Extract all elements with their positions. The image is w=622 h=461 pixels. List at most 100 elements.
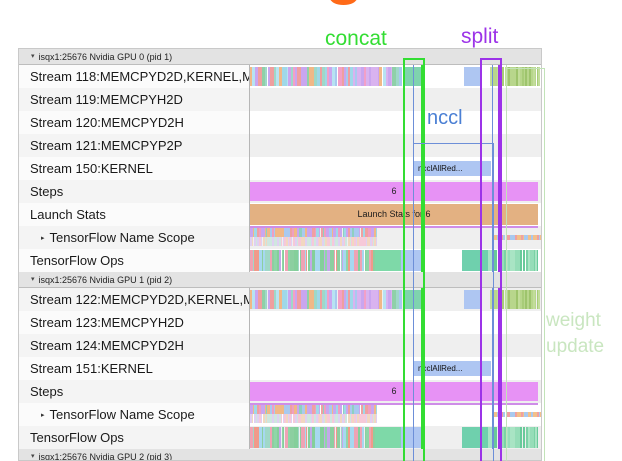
annotation-guide-line (506, 334, 507, 357)
timeline-row-label: TensorFlow Ops (19, 426, 250, 449)
annotation-guide-line (413, 157, 414, 180)
annotation-guide-line (492, 288, 493, 311)
timeline-row-track[interactable]: Launch Stats for 6 (250, 203, 541, 226)
timeline-row[interactable]: TensorFlow Ops (19, 249, 541, 272)
annotation-guide-line (492, 380, 493, 403)
timeline-row-label: Stream 122:MEMCPYD2D,KERNEL,MI (19, 288, 250, 311)
timeline-row[interactable]: Stream 124:MEMCPYD2H (19, 334, 541, 357)
annotation-guide-line (421, 288, 423, 311)
chevron-right-icon[interactable]: ▸ (41, 411, 45, 419)
timeline-row-track[interactable] (250, 288, 541, 311)
timeline-row-track[interactable]: ncclAllRed... (250, 357, 541, 380)
group-header-gpu-2[interactable]: ▾isqx1:25676 Nvidia GPU 2 (pid 3) (19, 449, 541, 460)
nccl-allreduce-bar[interactable]: ncclAllRed... (414, 361, 491, 376)
timeline-row-label: TensorFlow Ops (19, 249, 250, 272)
timeline-row-label-text: Stream 150:KERNEL (30, 161, 153, 176)
annotation-guide-line (506, 88, 507, 111)
timeline-row[interactable]: Stream 151:KERNEL ncclAllRed... (19, 357, 541, 380)
annotation-guide-line (498, 157, 500, 180)
timeline-row-track[interactable]: 6 (250, 380, 541, 403)
annotation-guide-line (492, 88, 493, 111)
annotation-guide-line (421, 180, 423, 203)
steps-bar-label: 6 (391, 386, 397, 396)
steps-bar[interactable] (250, 382, 538, 401)
chevron-down-icon[interactable]: ▾ (31, 276, 35, 283)
annotation-guide-line (492, 357, 493, 380)
annotation-guide-line (498, 334, 500, 357)
timeline-row[interactable]: Stream 118:MEMCPYD2D,KERNEL,ME (19, 65, 541, 88)
timeline-row[interactable]: TensorFlow Ops (19, 426, 541, 449)
timeline-row-label-text: Stream 118:MEMCPYD2D,KERNEL,ME (30, 69, 250, 84)
annotation-guide-line (480, 403, 482, 426)
timeline-row-track[interactable] (250, 226, 541, 249)
timeline-row-track[interactable] (250, 334, 541, 357)
timeline-row[interactable]: Stream 123:MEMCPYH2D (19, 311, 541, 334)
timeline-row-track[interactable] (250, 249, 541, 272)
annotation-guide-line (421, 357, 423, 380)
annotation-guide-line (413, 426, 414, 449)
timeline-row-track[interactable]: 6 (250, 180, 541, 203)
annotation-guide-line (506, 111, 507, 134)
annotation-guide-line (498, 403, 500, 426)
annotation-guide-line (498, 311, 500, 334)
timeline-row[interactable]: Stream 119:MEMCPYH2D (19, 88, 541, 111)
timeline-row-track[interactable] (250, 65, 541, 88)
annotation-guide-line (498, 426, 500, 449)
group-header-label: isqx1:25676 Nvidia GPU 1 (pid 2) (38, 274, 173, 285)
annotation-guide-line (506, 249, 507, 272)
timeline-row[interactable]: Steps 6 (19, 380, 541, 403)
annotation-guide-line (492, 65, 493, 88)
group-header-gpu-0[interactable]: ▾isqx1:25676 Nvidia GPU 0 (pid 1) (19, 49, 541, 65)
annotation-guide-line (403, 357, 405, 380)
annotation-guide-line (413, 180, 414, 203)
timeline-row[interactable]: Stream 150:KERNEL ncclAllRed... (19, 157, 541, 180)
timeline-row[interactable]: Stream 120:MEMCPYD2H (19, 111, 541, 134)
annotation-guide-line (421, 134, 423, 157)
timeline-row-track[interactable] (250, 111, 541, 134)
timeline-row-track[interactable] (250, 311, 541, 334)
annotation-guide-line (421, 88, 423, 111)
annotation-guide-line (403, 249, 405, 272)
group-header-label: isqx1:25676 Nvidia GPU 0 (pid 1) (38, 51, 173, 62)
chevron-down-icon[interactable]: ▾ (31, 453, 35, 460)
annotation-guide-line (498, 65, 500, 88)
annotation-guide-line (413, 288, 414, 311)
chevron-down-icon[interactable]: ▾ (31, 53, 35, 60)
steps-bar[interactable] (250, 182, 538, 201)
annotation-guide-line (506, 380, 507, 403)
annotation-guide-line (413, 134, 414, 157)
annotation-guide-line (506, 357, 507, 380)
annotation-guide-line (480, 88, 482, 111)
annotation-guide-line (413, 88, 414, 111)
annotation-guide-line (480, 111, 482, 134)
timeline-row-label-text: TensorFlow Ops (30, 430, 124, 445)
annotation-guide-line (413, 65, 414, 88)
timeline-row-track[interactable] (250, 88, 541, 111)
annotation-guide-line (492, 157, 493, 180)
nccl-allreduce-bar[interactable]: ncclAllRed... (414, 161, 491, 176)
timeline-row-label: Stream 118:MEMCPYD2D,KERNEL,ME (19, 65, 250, 88)
timeline-row-label-text: Stream 151:KERNEL (30, 361, 153, 376)
timeline-row-label: Steps (19, 380, 250, 403)
annotation-guide-line (480, 334, 482, 357)
timeline-row-track[interactable] (250, 426, 541, 449)
timeline-row-track[interactable]: ncclAllRed... (250, 157, 541, 180)
launch-stats-bar-label: Launch Stats for 6 (357, 209, 431, 219)
timeline-row-label: Stream 124:MEMCPYD2H (19, 334, 250, 357)
timeline-row-track[interactable] (250, 403, 541, 426)
annotation-guide-line (506, 203, 507, 226)
timeline-row[interactable]: Stream 122:MEMCPYD2D,KERNEL,MI (19, 288, 541, 311)
trace-viewer-panel[interactable]: ▾isqx1:25676 Nvidia GPU 0 (pid 1)Stream … (18, 48, 542, 461)
annotation-weight-line2: update (546, 336, 605, 357)
annotation-guide-line (403, 311, 405, 334)
timeline-row-track[interactable] (250, 134, 541, 157)
launch-stats-bar[interactable]: Launch Stats for 6 (250, 204, 538, 225)
timeline-row[interactable]: ▸TensorFlow Name Scope (19, 226, 541, 249)
chevron-right-icon[interactable]: ▸ (41, 234, 45, 242)
annotation-guide-line (421, 311, 423, 334)
timeline-row[interactable]: Stream 121:MEMCPYP2P (19, 134, 541, 157)
group-header-gpu-1[interactable]: ▾isqx1:25676 Nvidia GPU 1 (pid 2) (19, 272, 541, 288)
timeline-row[interactable]: ▸TensorFlow Name Scope (19, 403, 541, 426)
